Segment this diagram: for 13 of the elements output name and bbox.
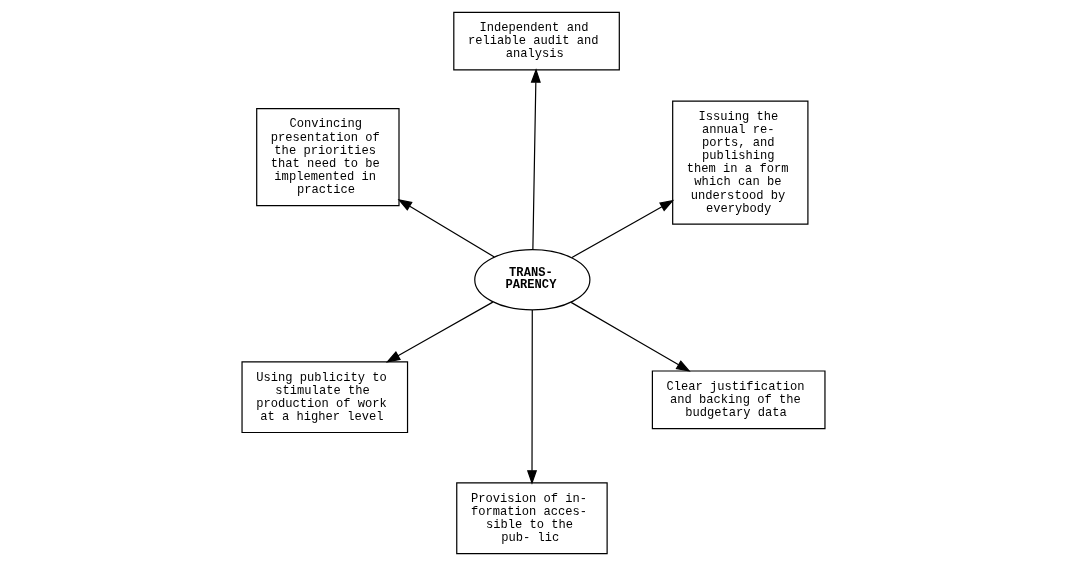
arrow xyxy=(570,301,691,372)
arrow xyxy=(397,198,495,258)
node-box: Convincing presentation of the priorities that need to be implemented in practice xyxy=(255,108,400,207)
node-box: Using publicity to stimulate the production of work at a higher level xyxy=(240,361,408,434)
node-box: Independent and reliable audit and analysis xyxy=(452,11,620,71)
node-box: Clear justification and backing of the budgetary data xyxy=(651,370,826,430)
node-box: Issuing the annual re- ports, and publishing them in a form which can be understood by everybody xyxy=(671,100,808,225)
node-ellipse: TRANS- PARENCY xyxy=(473,249,590,311)
node-box: Provision of in- formation acces- sible to the pub- lic xyxy=(455,482,608,555)
arrow xyxy=(570,199,674,259)
arrow xyxy=(530,68,541,251)
arrow xyxy=(385,301,493,363)
arrow xyxy=(526,309,537,485)
